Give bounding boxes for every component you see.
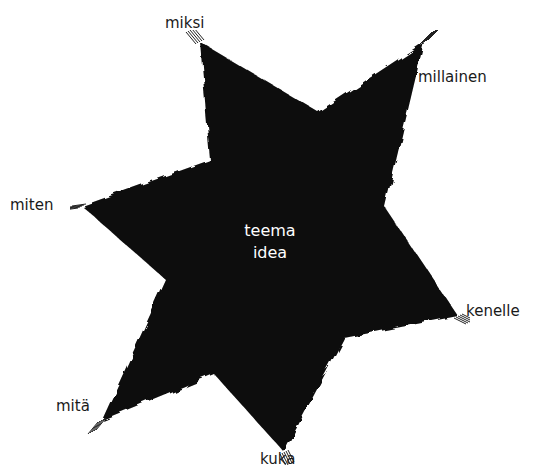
question-label: mitä bbox=[56, 397, 90, 415]
brush-streak bbox=[96, 418, 106, 430]
brush-streak bbox=[424, 30, 436, 42]
question-label: miten bbox=[10, 196, 53, 214]
theme-text: teema idea bbox=[240, 220, 300, 263]
brush-streak bbox=[428, 30, 440, 40]
star-body bbox=[82, 42, 458, 452]
star-node: teema idea bbox=[70, 30, 470, 465]
brush-streak bbox=[94, 419, 104, 431]
brush-streak bbox=[92, 420, 102, 432]
brush-streak bbox=[422, 31, 434, 43]
brush-streak bbox=[186, 32, 196, 44]
question-label: kuka bbox=[260, 450, 295, 468]
question-label: kenelle bbox=[466, 302, 520, 320]
question-label: millainen bbox=[418, 68, 487, 86]
question-label: miksi bbox=[165, 14, 204, 32]
brush-streak bbox=[72, 204, 86, 206]
brush-streak bbox=[188, 31, 198, 43]
